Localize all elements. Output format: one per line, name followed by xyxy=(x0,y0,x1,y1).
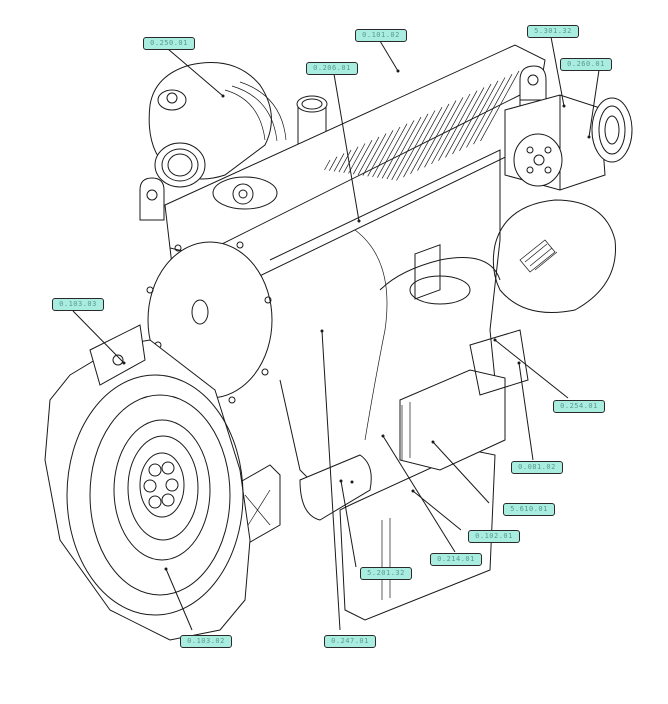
cooling-fin xyxy=(417,100,457,171)
callout-engine-control-unit[interactable]: 5.610.01 xyxy=(503,503,555,516)
cooling-fin xyxy=(372,126,401,178)
cooling-fin xyxy=(473,74,513,145)
cooling-fin xyxy=(348,143,366,174)
cooling-fin xyxy=(367,130,394,177)
cooling-fin xyxy=(466,77,506,148)
cooling-fin xyxy=(362,133,387,176)
callout-ac-compressor[interactable]: 0.260.01 xyxy=(560,58,612,71)
callout-flywheel[interactable]: 0.103.02 xyxy=(180,635,232,648)
cooling-fin xyxy=(452,83,492,155)
cooling-fin xyxy=(333,153,345,172)
callout-ecu-bracket[interactable]: 0.081.02 xyxy=(511,461,563,474)
cooling-fin xyxy=(324,159,331,171)
alternator-drawing xyxy=(492,199,616,313)
cooling-fin xyxy=(424,97,464,168)
cooling-fin xyxy=(445,87,485,158)
cooling-fin xyxy=(438,90,478,161)
cooling-fin xyxy=(391,113,429,180)
cooling-fin xyxy=(459,80,499,151)
cooling-fin xyxy=(410,103,450,175)
callout-exhaust-manifold[interactable]: 0.254.01 xyxy=(553,400,605,413)
turbocharger-drawing xyxy=(148,62,328,188)
cooling-fin xyxy=(381,120,415,179)
cooling-fin xyxy=(328,156,338,171)
cooling-fin xyxy=(343,146,359,173)
cooling-fin xyxy=(480,70,520,142)
engine-block-drawing xyxy=(234,149,529,621)
callout-valve-cover[interactable]: 0.101.02 xyxy=(355,29,407,42)
cooling-fin xyxy=(396,110,436,181)
cooling-fin xyxy=(386,116,422,180)
callout-flywheel-housing-bracket[interactable]: 0.103.03 xyxy=(52,298,104,311)
callout-fuel-line[interactable]: 0.247.01 xyxy=(324,635,376,648)
callout-oil-pan[interactable]: 0.102.01 xyxy=(468,530,520,543)
callout-fuel-pump[interactable]: 0.214.01 xyxy=(430,553,482,566)
cooling-fin xyxy=(431,93,471,165)
callout-fuel-filter-head[interactable]: 0.206.01 xyxy=(306,62,358,75)
flywheel-housing-drawing xyxy=(44,324,251,641)
callout-compressor-bracket[interactable]: 5.301.32 xyxy=(527,25,579,38)
callout-turbocharger[interactable]: 0.250.01 xyxy=(143,37,195,50)
callout-starter-motor[interactable]: 5.201.32 xyxy=(360,567,412,580)
cooling-fin xyxy=(376,123,408,178)
cooling-fin xyxy=(357,136,380,176)
leader-lines xyxy=(72,36,600,631)
cooling-fin xyxy=(338,149,352,173)
ac-compressor-drawing xyxy=(504,94,633,191)
cooling-fin xyxy=(403,107,443,178)
cooling-fin xyxy=(352,140,373,175)
